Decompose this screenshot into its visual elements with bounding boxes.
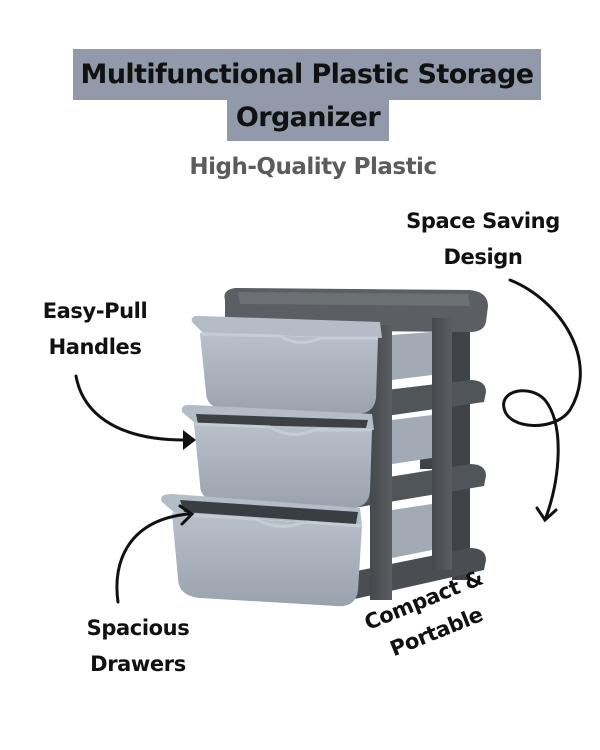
drawer-bottom [161,494,432,607]
space-saving-arrow-icon [502,278,582,522]
drawer-top [191,315,432,414]
easy-pull-arrow-icon [74,374,187,442]
callout-line: Space Saving [406,209,560,233]
subtitle: High-Quality Plastic [189,154,437,180]
callout-spacious-drawers: Spacious Drawers [68,610,208,682]
spacious-arrow-icon [115,512,190,604]
callout-line: Easy-Pull [42,299,148,323]
drawer-middle [181,404,432,508]
callout-line: Design [443,245,523,269]
callout-easy-pull-handles: Easy-Pull Handles [25,293,165,365]
callout-space-saving-design: Space Saving Design [398,203,568,275]
callout-line: Drawers [90,652,186,676]
callout-line: Handles [48,335,142,359]
title-line-2: Organizer [227,100,389,141]
title-line-1: Multifunctional Plastic Storage [73,49,541,100]
callout-line: Spacious [86,616,190,640]
